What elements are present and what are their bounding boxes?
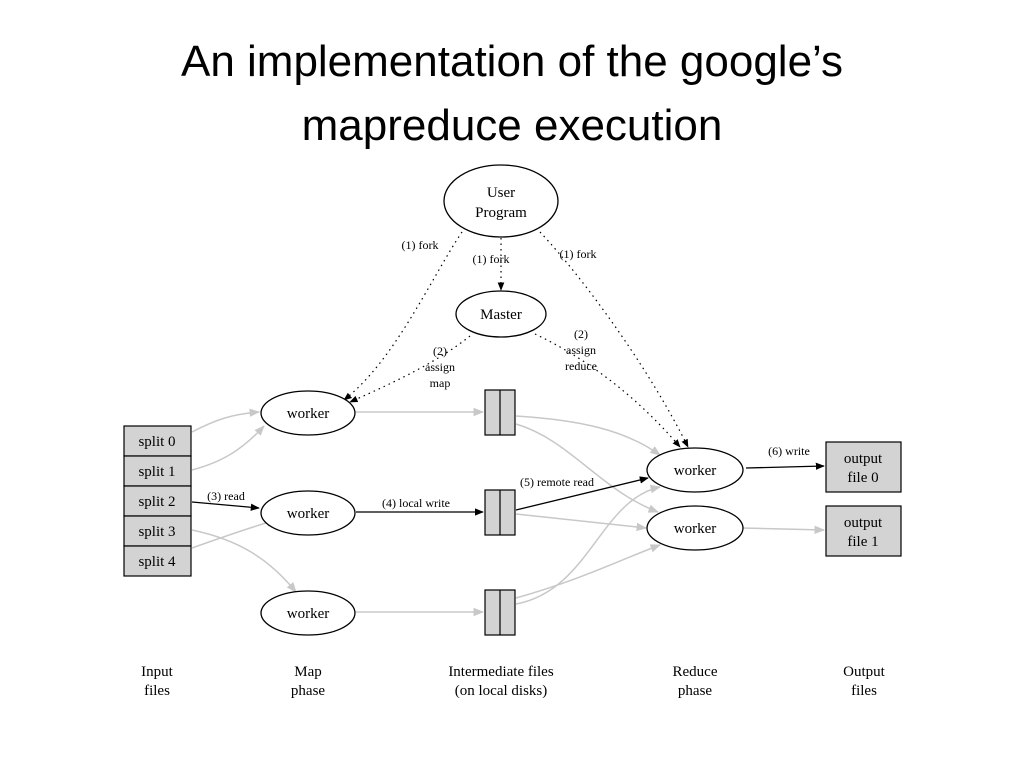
assign-reduce-label-3: reduce — [565, 359, 597, 373]
intermediate-file-1 — [484, 389, 516, 436]
flow-split1-worker1 — [191, 425, 265, 471]
title-line-2: mapreduce execution — [301, 101, 723, 150]
flow-split0-worker1 — [191, 408, 261, 433]
arrow-remote-read — [515, 476, 649, 511]
flow-reduce2-output1 — [741, 525, 826, 534]
assign-map-label-2: assign — [425, 360, 455, 374]
split-2-label: split 2 — [138, 494, 175, 510]
master-node: Master — [455, 290, 547, 338]
flow-file1-reduce1 — [515, 415, 661, 456]
intermediate-file-3 — [484, 589, 516, 636]
footer-map-1: Map — [294, 664, 322, 680]
assign-map-label-1: (2) — [433, 344, 447, 358]
assign-map-label-3: map — [430, 376, 451, 390]
split-3-label: split 3 — [138, 524, 175, 540]
master-label: Master — [480, 307, 522, 323]
reduce-worker-1: worker — [646, 447, 744, 493]
intermediate-file-2 — [484, 489, 516, 536]
split-0-label: split 0 — [138, 434, 175, 450]
footer-intermediate-2: (on local disks) — [455, 683, 547, 699]
output-file-0: output file 0 — [825, 441, 902, 493]
slide-title: An implementation of the google’s mapred… — [0, 30, 1024, 158]
output-file-1-label-1: output — [844, 515, 883, 531]
output-file-0-label-1: output — [844, 451, 883, 467]
footer-output-1: Output — [843, 664, 886, 680]
output-file-0-label-2: file 0 — [847, 470, 878, 486]
write-label: (6) write — [768, 444, 810, 458]
map-worker-3: worker — [260, 590, 356, 636]
fork-left-label: (1) fork — [402, 238, 439, 252]
footer-input-2: files — [144, 683, 170, 699]
flow-file2-reduce2 — [515, 513, 648, 532]
arrow-write — [745, 462, 825, 470]
input-splits: split 0 split 1 split 2 split 3 split 4 — [123, 425, 192, 577]
map-worker-3-label: worker — [287, 606, 329, 622]
flow-file1-reduce2 — [515, 423, 659, 513]
split-4-label: split 4 — [138, 554, 176, 570]
map-worker-2-label: worker — [287, 506, 329, 522]
user-program-node: User Program — [443, 164, 559, 238]
flow-file3-reduce1 — [515, 484, 662, 605]
footer-map-2: phase — [291, 683, 325, 699]
map-worker-1-label: worker — [287, 406, 329, 422]
fork-right-arrow — [539, 231, 689, 448]
flow-split3-worker3 — [191, 529, 297, 593]
arrow-read — [191, 501, 260, 511]
map-worker-2: worker — [260, 490, 356, 536]
map-worker-1: worker — [260, 390, 356, 436]
reduce-worker-2: worker — [646, 505, 744, 551]
fork-center-label: (1) fork — [473, 252, 510, 266]
flow-file3-reduce2 — [515, 544, 661, 599]
footer-reduce-1: Reduce — [673, 664, 718, 680]
read-label: (3) read — [207, 489, 245, 503]
assign-reduce-label-1: (2) — [574, 327, 588, 341]
fork-left-arrow — [343, 231, 463, 401]
user-program-label-1: User — [487, 185, 515, 201]
reduce-worker-1-label: worker — [674, 463, 716, 479]
title-line-1: An implementation of the google’s — [180, 37, 844, 86]
footer-intermediate-1: Intermediate files — [448, 664, 554, 680]
user-program-label-2: Program — [475, 205, 527, 221]
local-write-label: (4) local write — [382, 496, 450, 510]
footer-output-2: files — [851, 683, 877, 699]
remote-read-label: (5) remote read — [520, 475, 594, 489]
assign-reduce-label-2: assign — [566, 343, 596, 357]
footer-input-1: Input — [141, 664, 173, 680]
reduce-worker-2-label: worker — [674, 521, 716, 537]
phase-labels: Input files Map phase Intermediate files… — [141, 664, 886, 699]
split-1-label: split 1 — [138, 464, 175, 480]
fork-right-label: (1) fork — [560, 247, 597, 261]
output-file-1: output file 1 — [825, 505, 902, 557]
footer-reduce-2: phase — [678, 683, 712, 699]
output-file-1-label-2: file 1 — [847, 534, 878, 550]
